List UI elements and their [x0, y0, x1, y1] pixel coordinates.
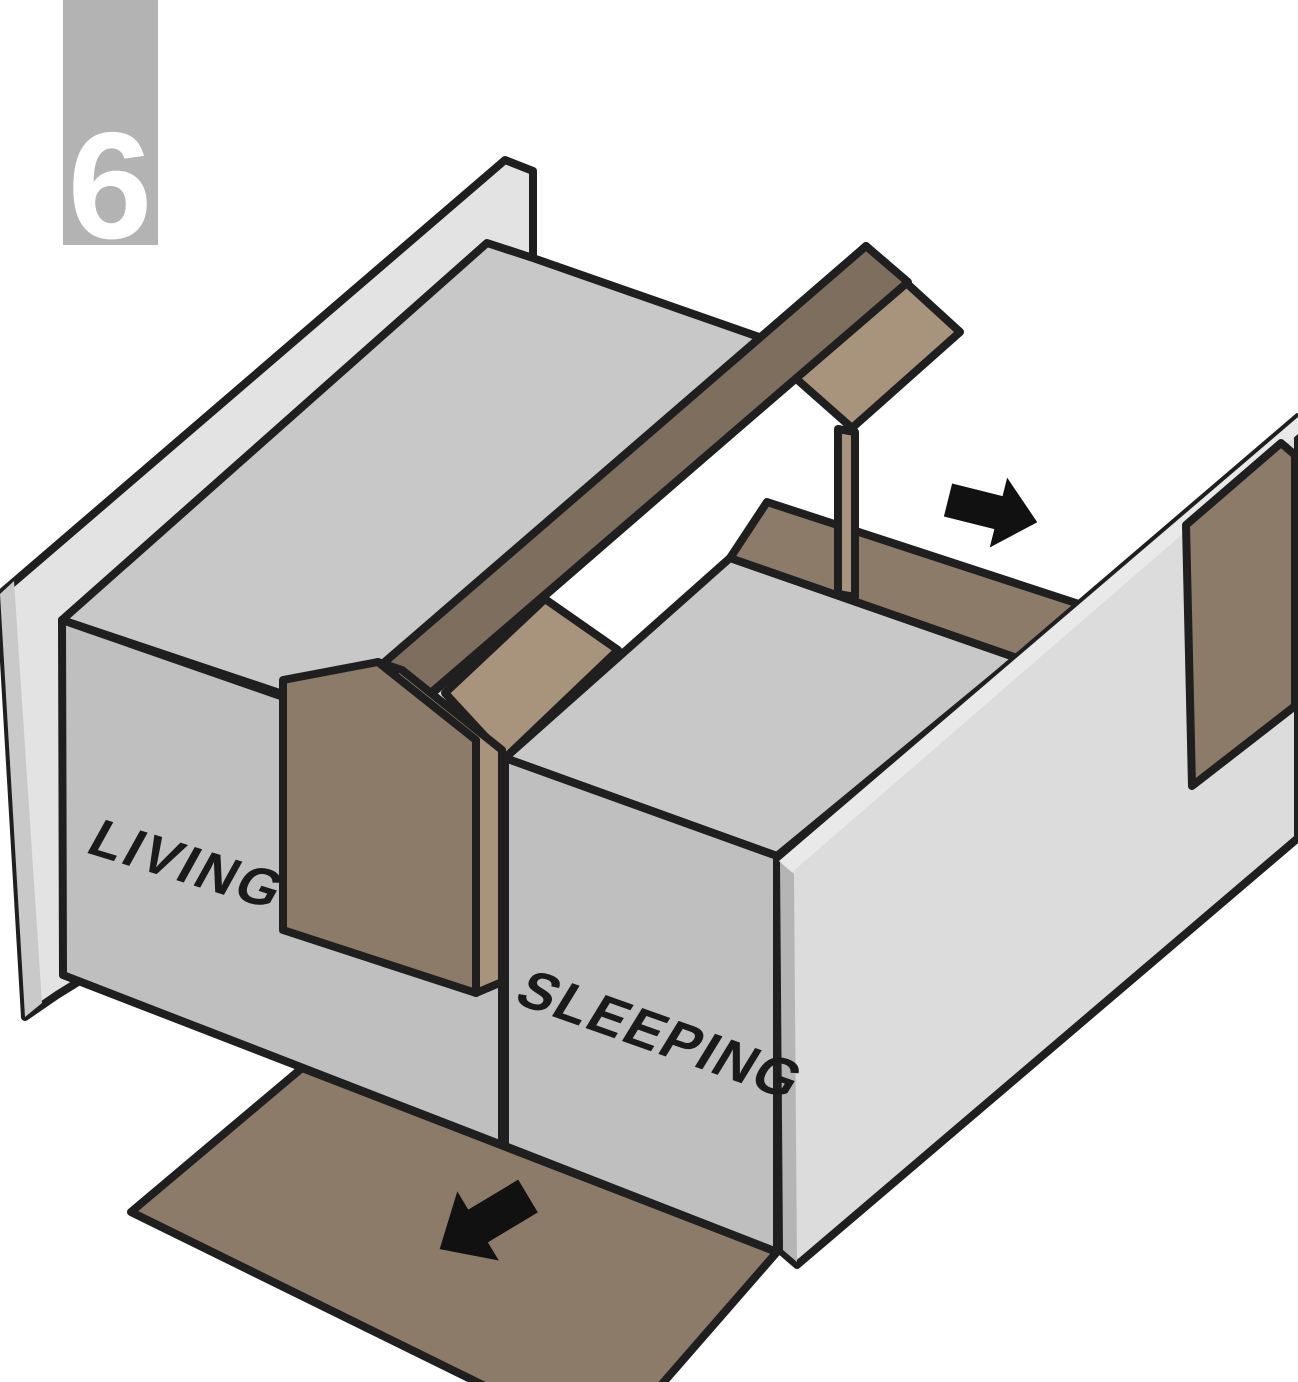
- arrow-right-shape: [943, 477, 1038, 548]
- step-badge: 6: [63, 0, 158, 271]
- arrow-down-left-icon: [439, 1179, 538, 1261]
- step-badge-box: [63, 0, 158, 245]
- gable-wall-thickness: [374, 658, 506, 997]
- right-wall-top-edge: [779, 417, 1298, 873]
- step-number: 6: [68, 101, 153, 271]
- dividing-gable-wall: [279, 658, 506, 997]
- sleeping-volume: [501, 498, 1086, 1256]
- arrow-down-left-shape: [439, 1179, 538, 1261]
- right-wall-brown-lining: [1182, 439, 1298, 790]
- sleeping-front-wall: [501, 754, 781, 1256]
- arrow-right-icon: [943, 477, 1038, 548]
- back-wall-edge-shade: [0, 581, 42, 1017]
- roof-support-edge: [834, 425, 859, 601]
- right-wall-end-edge: [780, 862, 797, 1262]
- sleeping-roof-piece: [346, 242, 964, 762]
- right-wall-panel: [775, 413, 1298, 1269]
